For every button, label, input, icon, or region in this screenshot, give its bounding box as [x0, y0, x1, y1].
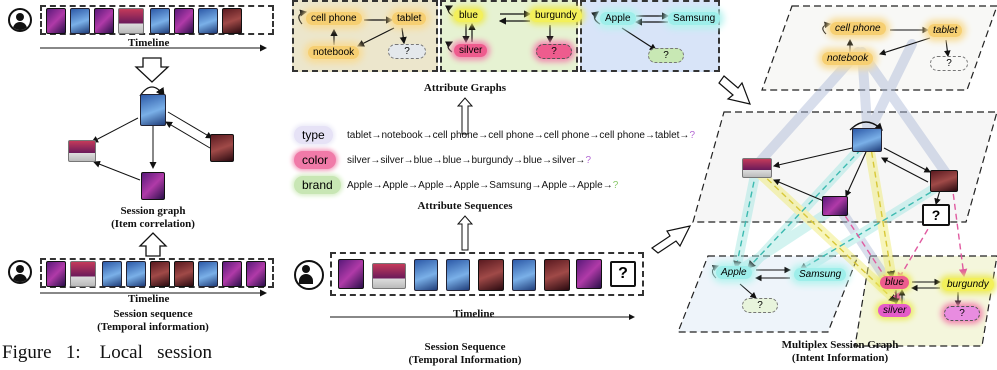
mx-item-tablet — [822, 196, 848, 216]
unknown-item-box: ? — [610, 261, 636, 287]
user-avatar-bottom — [8, 260, 32, 284]
mx-item-phone — [852, 128, 882, 152]
type-node-notebook: notebook — [308, 46, 360, 59]
item-thumb — [198, 261, 218, 287]
session-graph-title: Session graph — [120, 205, 186, 217]
graph-node-notebook — [68, 140, 96, 162]
attribute-graphs-title: Attribute Graphs — [423, 82, 507, 94]
mx-item-burgundy — [930, 170, 958, 192]
seq-brand: Apple→Apple→Apple→Apple→Samsung→Apple→Ap… — [347, 180, 619, 191]
seq-color-question: ? — [585, 155, 591, 166]
mx-type-node-cellphone: cell phone — [830, 22, 886, 35]
type-node-cellphone: cell phone — [306, 12, 362, 25]
multiplex-graph-title: Multiplex Session Graph — [781, 339, 899, 351]
session-sequence-middle-title: Session Sequence — [424, 341, 506, 353]
color-node-burgundy: burgundy — [530, 9, 582, 22]
attribute-sequences-title: Attribute Sequences — [417, 200, 513, 212]
item-thumb — [338, 259, 364, 289]
color-node-silver: silver — [454, 44, 488, 57]
type-node-unknown: ? — [388, 44, 426, 59]
item-thumb — [70, 8, 90, 34]
mx-type-node-unknown: ? — [930, 56, 968, 71]
timeline-label-top: Timeline — [128, 37, 170, 49]
mx-brand-node-apple: Apple — [716, 266, 752, 279]
seq-label-brand: brand — [294, 176, 341, 194]
seq-color: silver→silver→blue→blue→burgundy→blue→si… — [347, 155, 591, 166]
item-thumb — [126, 261, 146, 287]
seq-type-question: ? — [689, 130, 695, 141]
item-thumb — [150, 8, 170, 34]
seq-type: tablet→notebook→cell phone→cell phone→ce… — [347, 130, 695, 141]
mx-type-node-tablet: tablet — [928, 24, 963, 37]
item-thumb — [576, 259, 602, 289]
intent-information-label: (Intent Information) — [791, 352, 889, 364]
color-node-blue: blue — [454, 9, 483, 22]
timeline-label-middle: Timeline — [453, 308, 495, 320]
item-thumb — [174, 261, 194, 287]
mx-item-unknown: ? — [922, 204, 950, 226]
seq-label-type: type — [294, 126, 333, 144]
graph-node-burgundy — [210, 134, 234, 162]
item-thumb — [222, 261, 242, 287]
mx-color-node-unknown: ? — [944, 306, 980, 321]
graph-node-tablet — [141, 172, 165, 200]
graph-node-phone — [140, 94, 166, 126]
item-thumb — [94, 8, 114, 34]
item-thumb — [544, 259, 570, 291]
mx-color-node-silver: silver — [878, 304, 912, 317]
mx-item-notebook — [742, 158, 772, 178]
item-thumb — [118, 8, 144, 34]
item-thumb — [222, 8, 242, 34]
session-sequence-title: Session sequence — [113, 308, 193, 320]
item-thumb — [46, 261, 66, 287]
item-thumb — [198, 8, 218, 34]
session-items-box-top — [40, 5, 274, 35]
user-avatar-middle — [294, 260, 324, 290]
item-thumb — [446, 259, 470, 291]
item-thumb — [102, 261, 122, 287]
timeline-label-bottom: Timeline — [128, 293, 170, 305]
mx-brand-node-samsung: Samsung — [794, 268, 847, 281]
brand-node-unknown: ? — [648, 48, 684, 63]
left-arrows — [40, 44, 267, 297]
item-thumb — [246, 261, 266, 287]
type-node-tablet: tablet — [392, 12, 427, 25]
mx-brand-node-unknown: ? — [742, 298, 778, 313]
temporal-information-label: (Temporal information) — [97, 321, 209, 333]
user-avatar-top — [8, 8, 32, 32]
brand-node-samsung: Samsung — [668, 12, 721, 25]
session-items-box-middle: ? — [330, 252, 644, 296]
item-thumb — [70, 261, 96, 287]
seq-brand-question: ? — [612, 180, 619, 191]
seq-label-color: color — [294, 151, 337, 169]
brand-node-apple: Apple — [600, 12, 636, 25]
item-thumb — [174, 8, 194, 34]
item-thumb — [372, 263, 406, 289]
session-items-box-bottom — [40, 258, 274, 288]
item-thumb — [46, 8, 66, 34]
mx-type-node-notebook: notebook — [822, 52, 874, 65]
color-node-unknown: ? — [536, 44, 572, 59]
item-correlation-label: (Item correlation) — [111, 218, 195, 230]
item-thumb — [150, 261, 170, 287]
item-thumb — [414, 259, 438, 291]
mx-color-node-burgundy: burgundy — [942, 278, 994, 291]
figure-caption: Figure 1: Local session — [2, 342, 213, 363]
mx-color-node-blue: blue — [880, 276, 909, 289]
temporal-information-middle-label: (Temporal Information) — [408, 354, 522, 366]
item-thumb — [512, 259, 536, 291]
item-thumb — [478, 259, 504, 291]
